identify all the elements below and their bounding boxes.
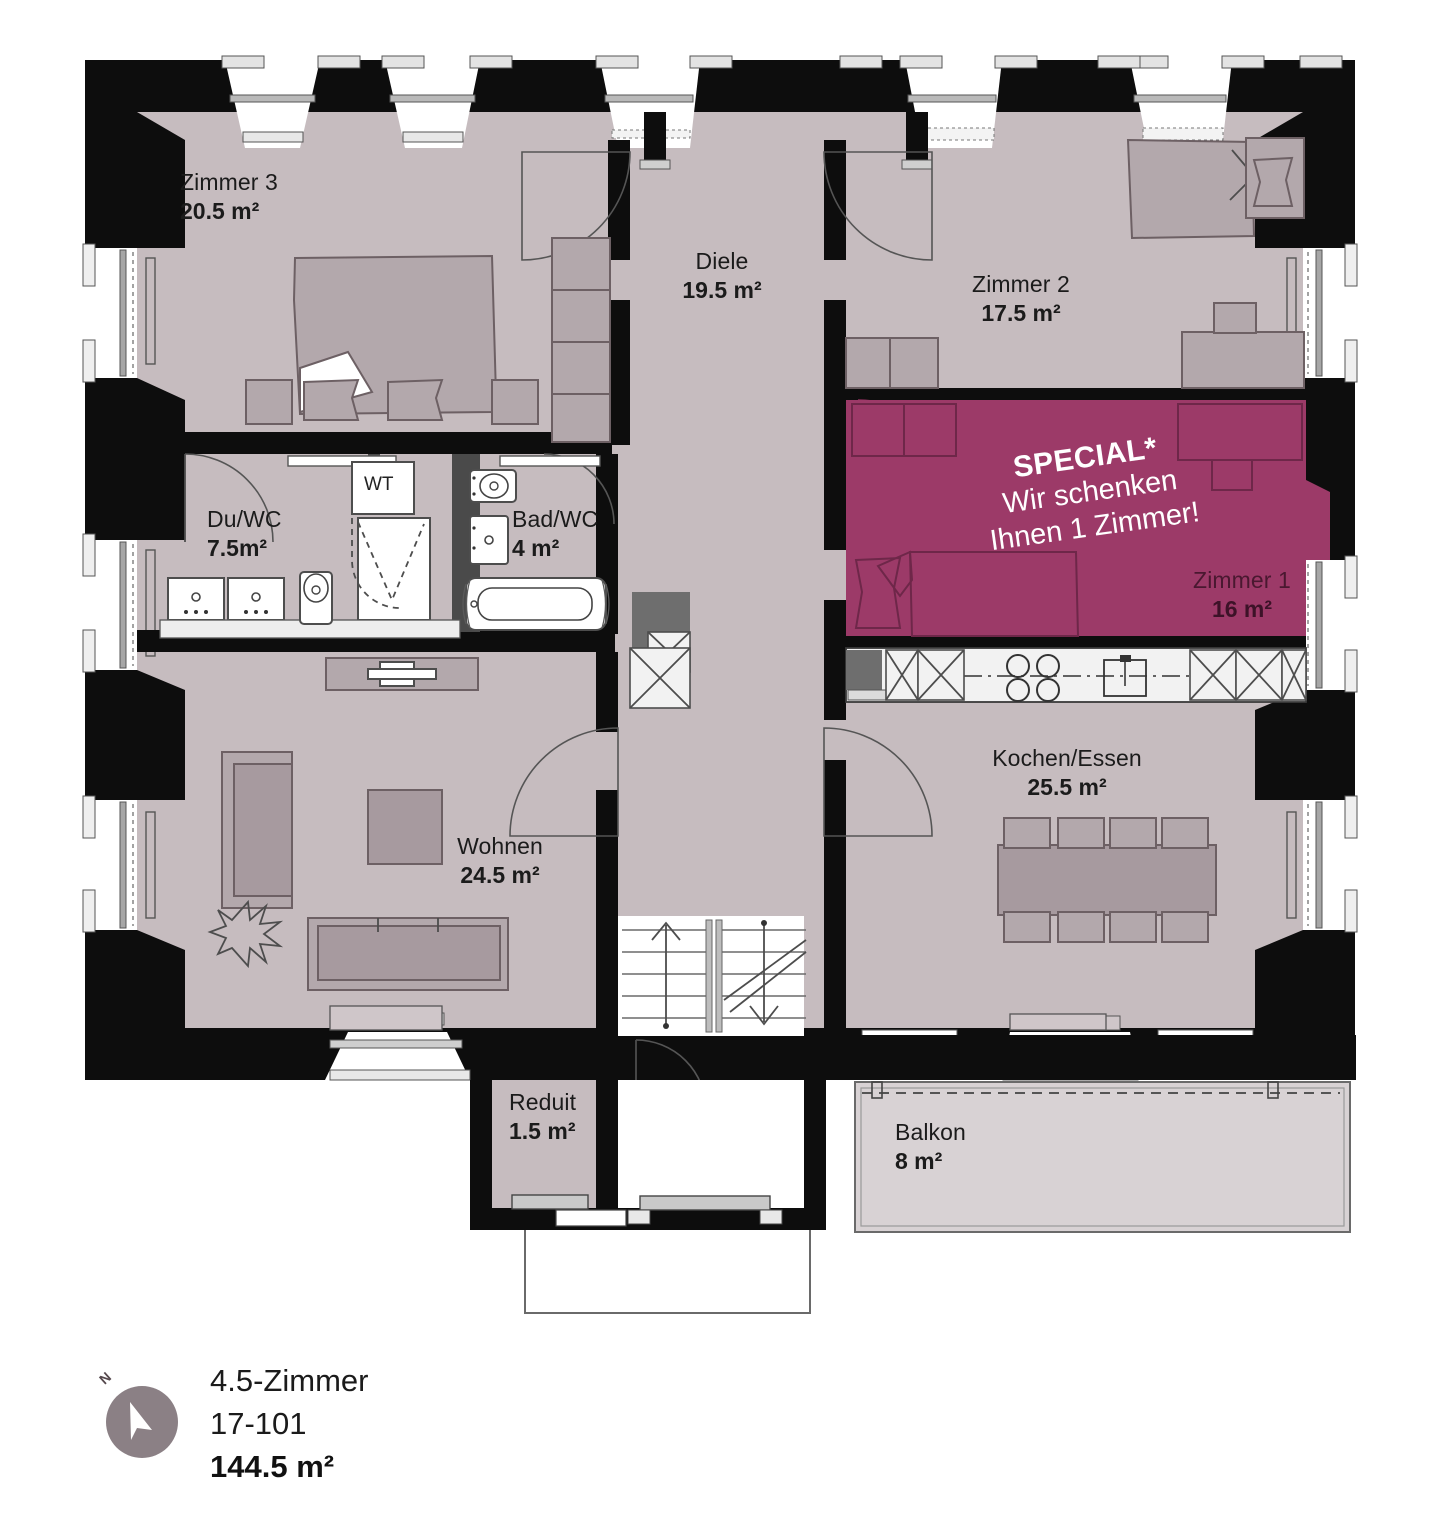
room-area: 7.5m² xyxy=(207,535,268,562)
room-name: Du/WC xyxy=(207,506,282,532)
room-name: Zimmer 1 xyxy=(1193,567,1291,593)
room-area: 25.5 m² xyxy=(1027,774,1107,801)
balcony-slab xyxy=(855,1082,1350,1232)
left-windows xyxy=(82,112,185,1030)
room-label-kochen-essen: Kochen/Essen 25.5 m² xyxy=(992,744,1142,803)
room-name: Wohnen xyxy=(457,833,543,859)
furniture-kitchen xyxy=(845,647,1307,1031)
room-label-diele: Diele 19.5 m² xyxy=(682,247,761,306)
room-area: 19.5 m² xyxy=(682,277,762,304)
room-area: 8 m² xyxy=(895,1148,943,1175)
reduit-floor xyxy=(492,1080,596,1208)
room-area: 4 m² xyxy=(512,535,560,562)
room-name: Bad/WC xyxy=(512,506,599,532)
room-name: Zimmer 3 xyxy=(180,169,278,195)
legend-total-area: 144.5 m² xyxy=(210,1448,335,1484)
room-area: 17.5 m² xyxy=(981,300,1061,327)
entry-platform xyxy=(524,1227,811,1314)
compass-icon: N xyxy=(96,1369,178,1458)
room-label-balkon: Balkon 8 m² xyxy=(895,1118,966,1177)
room-label-wohnen: Wohnen 24.5 m² xyxy=(457,832,543,891)
balcony-railing xyxy=(862,1081,1340,1099)
room-label-badwc: Bad/WC 4 m² xyxy=(512,505,598,564)
furniture-zimmer2 xyxy=(845,137,1305,389)
wt-text: WT xyxy=(364,474,394,495)
furniture-zimmer3 xyxy=(245,237,611,443)
appliance-label-wt: WT xyxy=(364,474,394,496)
hall-closets xyxy=(629,592,691,709)
room-name: Balkon xyxy=(895,1119,966,1145)
room-label-zimmer3: Zimmer 3 20.5 m² xyxy=(180,168,278,227)
top-windows xyxy=(221,55,1343,170)
entrance-doors xyxy=(511,1194,783,1227)
bath-fixtures xyxy=(159,454,610,639)
furniture-wohnen xyxy=(207,657,509,1031)
room-label-reduit: Reduit 1.5 m² xyxy=(509,1088,576,1147)
room-label-duwc: Du/WC 7.5m² xyxy=(207,505,282,564)
room-label-zimmer1: Zimmer 1 16 m² xyxy=(1193,566,1291,625)
legend-unit-number: 17-101 xyxy=(210,1405,307,1441)
zimmer1-special xyxy=(846,400,1330,637)
room-area: 1.5 m² xyxy=(509,1118,576,1145)
compass-needle-icon xyxy=(130,1402,152,1440)
room-area: 16 m² xyxy=(1211,596,1273,623)
room-label-zimmer2: Zimmer 2 17.5 m² xyxy=(972,270,1070,329)
room-name: Kochen/Essen xyxy=(992,745,1142,771)
staircase xyxy=(618,916,807,1208)
room-name: Reduit xyxy=(509,1089,577,1115)
room-area: 24.5 m² xyxy=(460,862,540,889)
room-name: Diele xyxy=(695,248,749,274)
legend-apartment-type: 4.5-Zimmer xyxy=(210,1363,369,1398)
room-area: 20.5 m² xyxy=(180,198,260,225)
room-name: Zimmer 2 xyxy=(972,271,1070,297)
plan-legend: N 4.5-Zimmer 17-101 144.5 m² xyxy=(96,1360,530,1490)
